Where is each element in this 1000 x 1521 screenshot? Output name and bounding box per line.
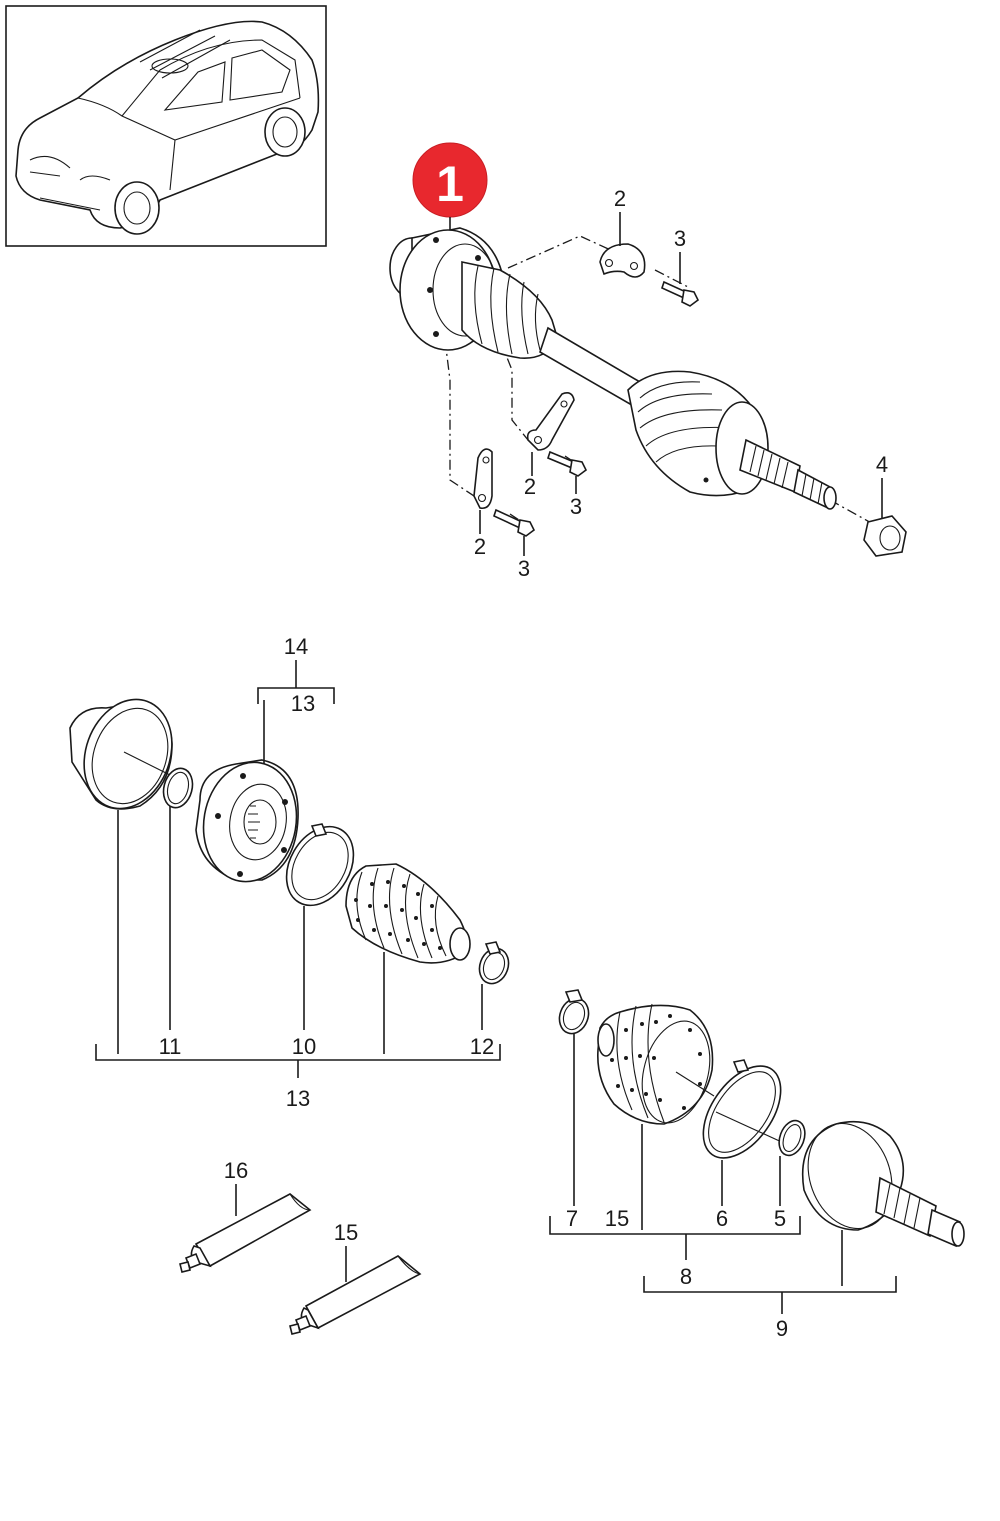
label-11: 11 — [159, 1034, 182, 1059]
vehicle-thumbnail — [5, 5, 327, 247]
label-4: 4 — [876, 452, 888, 477]
outer-joint-exploded — [558, 989, 965, 1248]
grease-tube-icon-2 — [289, 1255, 422, 1335]
label-7: 7 — [566, 1206, 578, 1231]
label-10: 10 — [292, 1034, 316, 1059]
label-15-boot: 15 — [605, 1206, 629, 1231]
suv-vehicle-icon — [15, 20, 320, 235]
badge-label: 1 — [436, 156, 464, 212]
label-13-bottom: 13 — [286, 1086, 310, 1111]
bolt-3-upper — [661, 280, 700, 307]
label-2-middle: 2 — [524, 474, 536, 499]
label-2-upper: 2 — [614, 186, 626, 211]
label-14: 14 — [284, 634, 308, 659]
bolt-3-middle — [547, 450, 588, 477]
label-2-lower: 2 — [474, 534, 486, 559]
boot-dots — [354, 880, 442, 950]
label-3-lower: 3 — [518, 556, 530, 581]
nut-4 — [863, 515, 907, 557]
label-9: 9 — [776, 1316, 788, 1341]
drive-shaft-icon — [389, 227, 876, 526]
label-12: 12 — [470, 1034, 494, 1059]
label-6: 6 — [716, 1206, 728, 1231]
label-13-top: 13 — [291, 691, 315, 716]
part-1-badge[interactable]: 1 — [412, 142, 488, 218]
label-3-upper: 3 — [674, 226, 686, 251]
label-16: 16 — [224, 1158, 248, 1183]
label-15-tube: 15 — [334, 1220, 358, 1245]
plate-2-middle — [526, 392, 575, 451]
plate-2-lower — [473, 448, 493, 510]
label-3-middle: 3 — [570, 494, 582, 519]
bolt-3-lower — [493, 508, 536, 537]
grease-tube-icon — [179, 1193, 312, 1273]
inner-joint-exploded — [69, 698, 510, 985]
label-5: 5 — [774, 1206, 786, 1231]
boot-dots-outer — [610, 1014, 702, 1110]
plate-2-upper — [599, 243, 646, 278]
label-8: 8 — [680, 1264, 692, 1289]
